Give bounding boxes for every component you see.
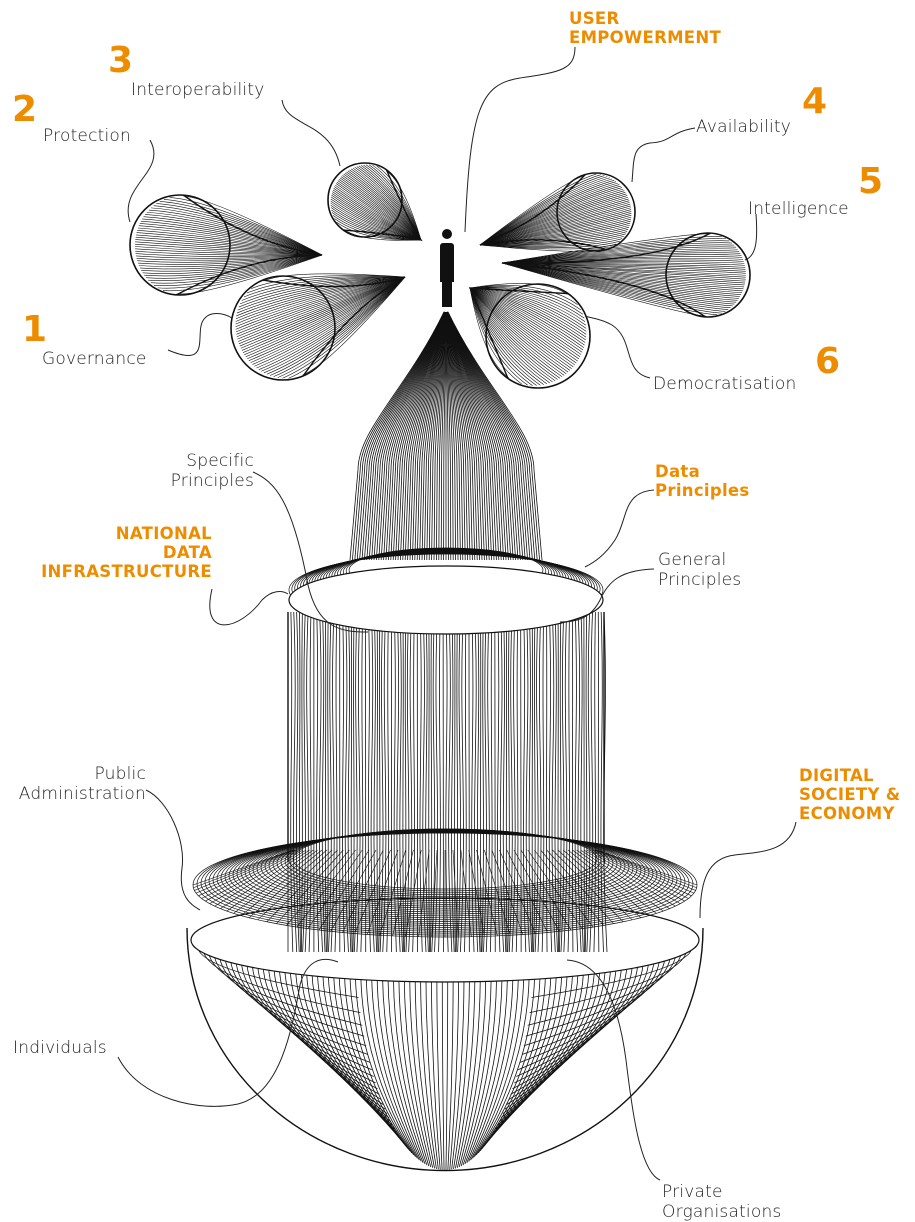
heading-user-empowerment: USER EMPOWERMENT [569,9,721,47]
heading-line: SOCIETY & [799,785,900,804]
principle-balloon [328,163,421,240]
leader-data-principles [585,490,654,567]
hemisphere-base [187,898,703,1171]
label-general-principles: General Principles [658,550,741,590]
leader-intelligence [745,214,757,260]
label-line: Public [10,764,146,784]
label-line: General [658,550,741,570]
principle-number-5: 5 [858,164,883,200]
leader-public-administration [146,790,200,910]
label-line: Principles [658,570,741,590]
heading-line: INFRASTRUCTURE [14,562,212,581]
person-icon [440,229,454,307]
principle-number-4: 4 [802,84,827,120]
heading-line: Data [655,462,750,481]
principle-balloon [231,274,405,380]
principle-label-interoperability: Interoperability [131,80,264,100]
label-private-organisations: Private Organisations [662,1182,781,1222]
leader-democratisation [585,316,650,378]
leader-interoperability [282,100,340,166]
principle-number-2: 2 [12,92,37,128]
heading-national-data-infrastructure: NATIONAL DATA INFRASTRUCTURE [14,524,212,581]
leader-ndi [210,589,288,625]
heading-line: ECONOMY [799,804,900,823]
heading-line: USER [569,9,721,28]
heading-digital-society-economy: DIGITAL SOCIETY & ECONOMY [799,766,900,823]
heading-line: NATIONAL [14,524,212,543]
heading-line: EMPOWERMENT [569,28,721,47]
leader-availability [632,128,695,182]
leader-governance [168,314,232,356]
principle-label-protection: Protection [43,126,131,146]
principle-number-3: 3 [108,43,133,79]
principle-number-1: 1 [22,312,47,348]
principle-label-governance: Governance [42,349,147,369]
label-public-administration: Public Administration [10,764,146,804]
heading-line: DATA [14,543,212,562]
principle-balloon [470,283,590,388]
principle-balloon [480,173,635,251]
upper-flare-disc [289,548,603,634]
label-individuals: Individuals [13,1038,107,1058]
label-line: Specific [150,451,254,471]
label-line: Principles [150,471,254,491]
leader-individuals [118,959,338,1106]
heading-line: DIGITAL [799,766,900,785]
heading-data-principles: Data Principles [655,462,750,500]
label-line: Administration [10,784,146,804]
label-line: Organisations [662,1202,781,1222]
principle-label-availability: Availability [696,117,791,137]
label-line: Private [662,1182,781,1202]
principle-label-intelligence: Intelligence [748,199,849,219]
heading-line: Principles [655,481,750,500]
label-specific-principles: Specific Principles [150,451,254,491]
leader-digital-society [700,822,796,918]
principle-label-democratisation: Democratisation [653,374,797,394]
principle-number-6: 6 [815,344,840,380]
